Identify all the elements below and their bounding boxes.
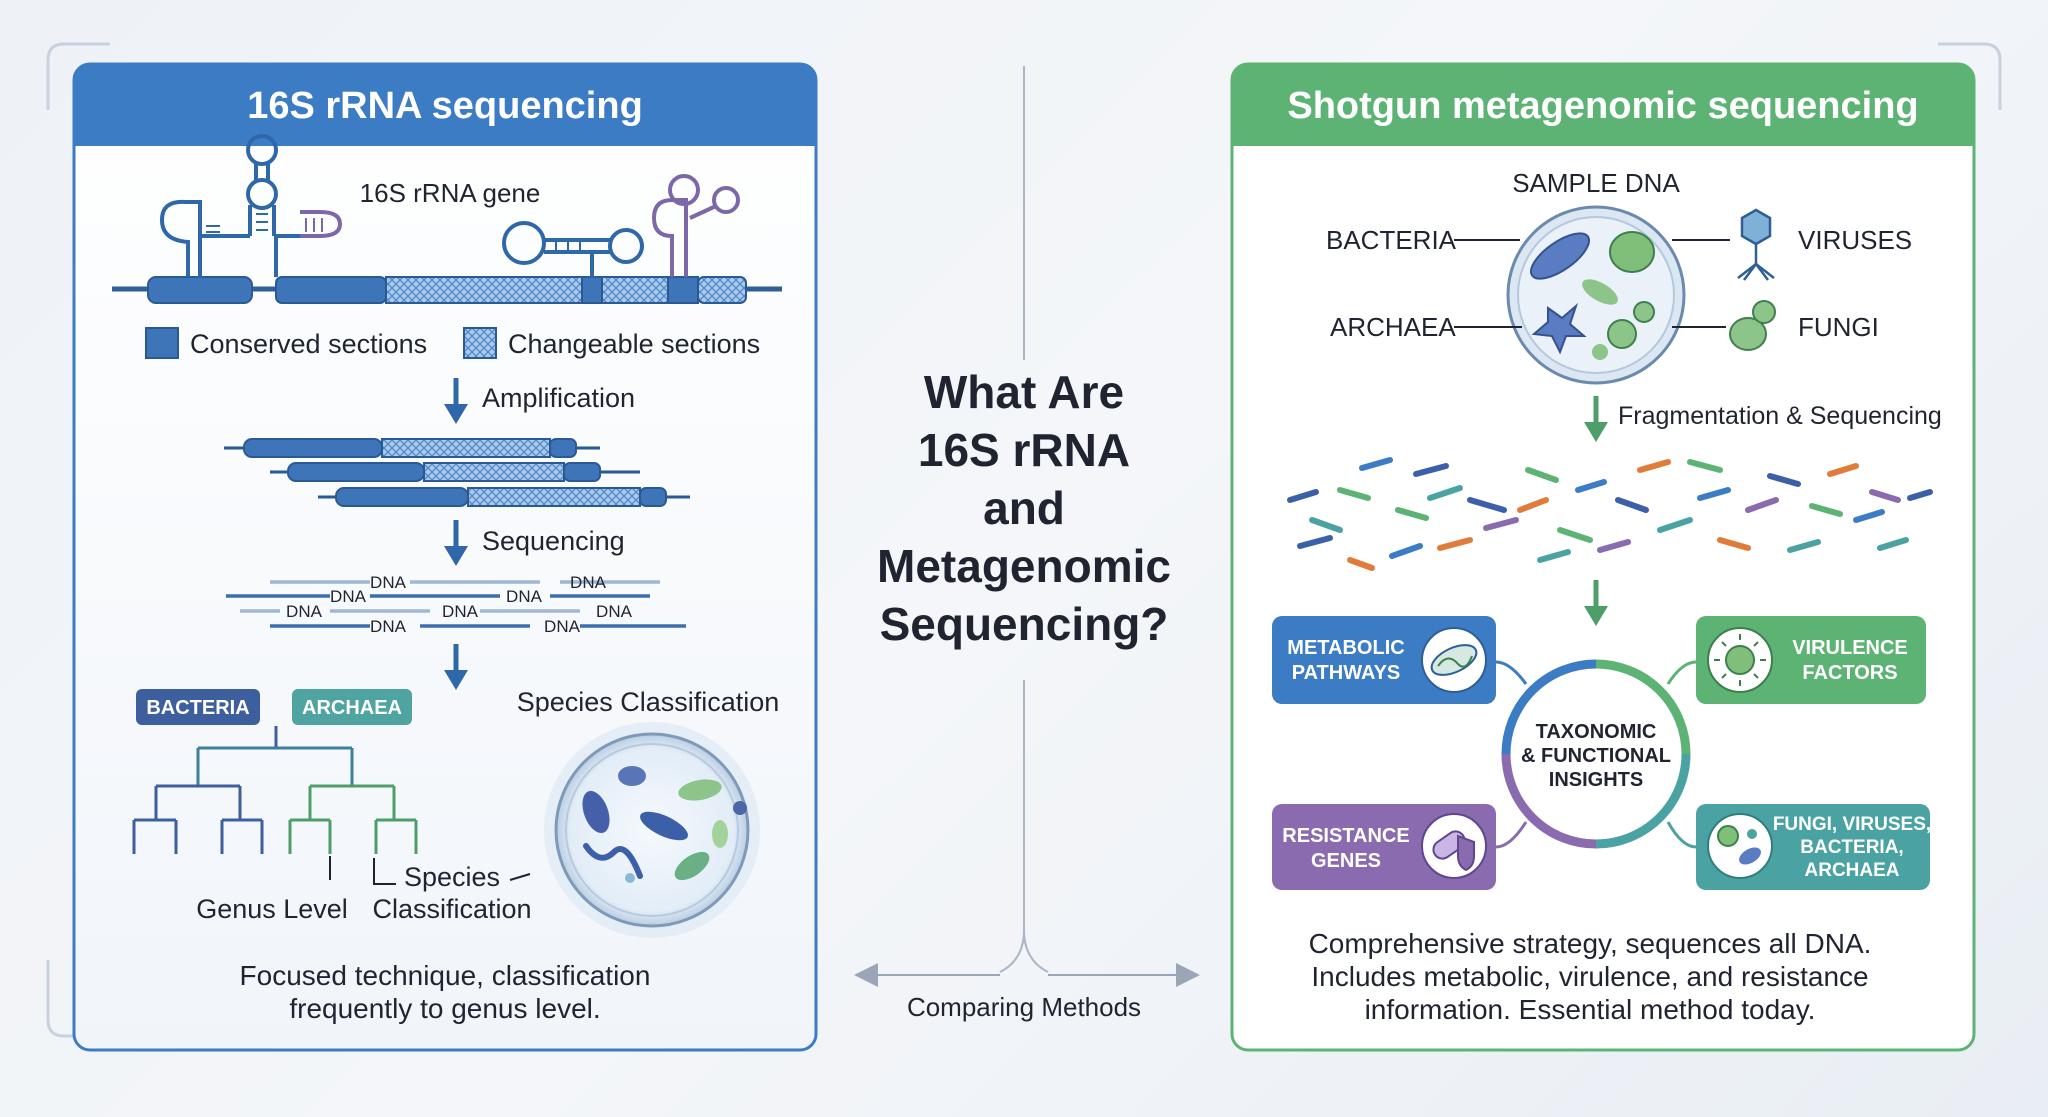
right-summary-line1: Comprehensive strategy, sequences all DN… <box>1309 928 1872 959</box>
archaea-badge-label: ARCHAEA <box>302 697 402 719</box>
sample-dna-label: SAMPLE DNA <box>1512 168 1680 198</box>
sequencing-label: Sequencing <box>482 526 625 556</box>
center-title-line5: Sequencing? <box>880 598 1169 650</box>
amplified-strands <box>224 438 690 507</box>
dna-label: DNA <box>596 602 633 621</box>
center-title-line1: What Are <box>924 366 1124 418</box>
right-header-title: Shotgun metagenomic sequencing <box>1287 85 1918 127</box>
right-summary-line3: information. Essential method today. <box>1365 994 1816 1025</box>
organism-archaea-label: ARCHAEA <box>1330 312 1456 342</box>
card-fungi-line2: BACTERIA, <box>1800 837 1903 858</box>
right-panel: Shotgun metagenomic sequencing SAMPLE DN… <box>1230 62 1976 1052</box>
left-header-title: 16S rRNA sequencing <box>247 85 643 127</box>
legend-changeable-label: Changeable sections <box>508 329 760 359</box>
card-resistance-line2: GENES <box>1311 850 1381 872</box>
comparing-methods-caption: Comparing Methods <box>907 992 1141 1022</box>
dna-label: DNA <box>544 617 581 636</box>
center-title-line3: and <box>983 482 1065 534</box>
center-title-line4: Metagenomic <box>877 540 1171 592</box>
dna-label: DNA <box>442 602 479 621</box>
archaea-badge: ARCHAEA <box>292 689 412 725</box>
card-virulence-line2: FACTORS <box>1802 662 1897 684</box>
card-metabolic-pathways: METABOLIC PATHWAYS <box>1272 616 1496 704</box>
card-connectors <box>1495 660 1697 849</box>
card-resistance-line1: RESISTANCE <box>1282 825 1409 847</box>
left-summary-line1: Focused technique, classification <box>240 960 651 991</box>
dna-fragments <box>1287 457 1933 571</box>
center-column: What Are 16S rRNA and Metagenomic Sequen… <box>854 66 1200 1022</box>
species-label-line2: Classification <box>372 894 531 924</box>
petri-dish-icon <box>544 722 760 938</box>
rrna-gene-diagram: 16S rRNA gene <box>112 134 782 304</box>
organism-fungi-label: FUNGI <box>1798 312 1879 342</box>
species-label-line1: Species <box>404 862 500 892</box>
bacteria-badge-label: BACTERIA <box>146 697 249 719</box>
sample-dish-icon <box>1506 205 1686 385</box>
dna-label: DNA <box>506 587 543 606</box>
organism-viruses-label: VIRUSES <box>1798 225 1912 255</box>
card-resistance-genes: RESISTANCE GENES <box>1272 804 1496 890</box>
card-metabolic-line1: METABOLIC <box>1287 637 1404 659</box>
card-virulence-factors: VIRULENCE FACTORS <box>1696 616 1926 704</box>
section-legend: Conserved sections Changeable sections <box>145 327 760 359</box>
bacteria-badge: BACTERIA <box>136 689 260 725</box>
hub-line1: TAXONOMIC <box>1536 721 1657 743</box>
dna-label: DNA <box>330 587 367 606</box>
organism-bacteria-label: BACTERIA <box>1326 225 1457 255</box>
fungi-icon <box>1729 300 1776 351</box>
classification-step <box>444 644 468 690</box>
decorative-frame <box>46 42 2002 1038</box>
fragmentation-step: Fragmentation & Sequencing <box>1584 396 1942 442</box>
rrna-gene-label: 16S rRNA gene <box>360 178 541 208</box>
left-summary-line2: frequently to genus level. <box>289 993 600 1024</box>
species-classification-title: Species Classification <box>517 687 780 717</box>
insights-step <box>1584 580 1608 626</box>
amplification-label: Amplification <box>482 383 635 413</box>
right-summary-line2: Includes metabolic, virulence, and resis… <box>1311 961 1868 992</box>
hub-line2: & FUNCTIONAL <box>1521 745 1671 767</box>
card-fungi-line1: FUNGI, VIRUSES, <box>1773 814 1931 835</box>
dna-reads: DNA DNA DNA DNA DNA DNA DNA DNA DNA <box>226 573 686 636</box>
fragmentation-label: Fragmentation & Sequencing <box>1618 402 1942 430</box>
dna-label: DNA <box>286 602 323 621</box>
organism-connectors <box>1454 239 1730 328</box>
phylogenetic-tree <box>132 726 531 885</box>
insights-hub: TAXONOMIC & FUNCTIONAL INSIGHTS <box>1501 659 1691 849</box>
card-fungi-line3: ARCHAEA <box>1805 860 1900 881</box>
genus-level-label: Genus Level <box>196 894 348 924</box>
card-metabolic-line2: PATHWAYS <box>1292 662 1401 684</box>
dna-label: DNA <box>570 573 607 592</box>
dna-label: DNA <box>370 573 407 592</box>
hub-line3: INSIGHTS <box>1549 769 1643 791</box>
legend-conserved-label: Conserved sections <box>190 329 427 359</box>
card-virulence-line1: VIRULENCE <box>1792 637 1908 659</box>
amplification-step: Amplification <box>444 378 635 424</box>
center-title-line2: 16S rRNA <box>918 424 1130 476</box>
microbes-icon <box>1707 813 1773 879</box>
dna-label: DNA <box>370 617 407 636</box>
virus-icon <box>1737 208 1775 281</box>
sequencing-step: Sequencing <box>444 520 625 566</box>
card-fungi-viruses: FUNGI, VIRUSES, BACTERIA, ARCHAEA <box>1696 804 1931 890</box>
left-panel: 16S rRNA sequencing <box>72 62 818 1052</box>
